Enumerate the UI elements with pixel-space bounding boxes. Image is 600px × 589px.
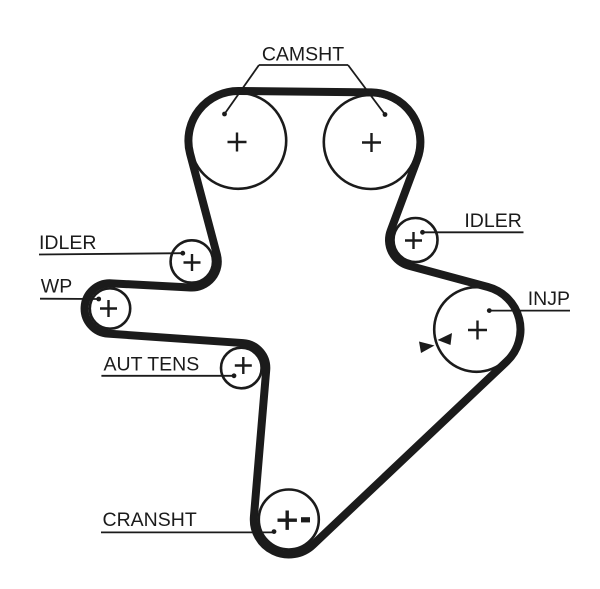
svg-text:INJP: INJP	[528, 288, 570, 310]
svg-text:IDLER: IDLER	[39, 232, 96, 254]
svg-text:IDLER: IDLER	[464, 210, 521, 232]
svg-text:AUT TENS: AUT TENS	[104, 354, 200, 376]
svg-text:WP: WP	[41, 276, 72, 298]
svg-text:CAMSHT: CAMSHT	[262, 44, 344, 66]
svg-text:CRANSHT: CRANSHT	[103, 509, 197, 531]
